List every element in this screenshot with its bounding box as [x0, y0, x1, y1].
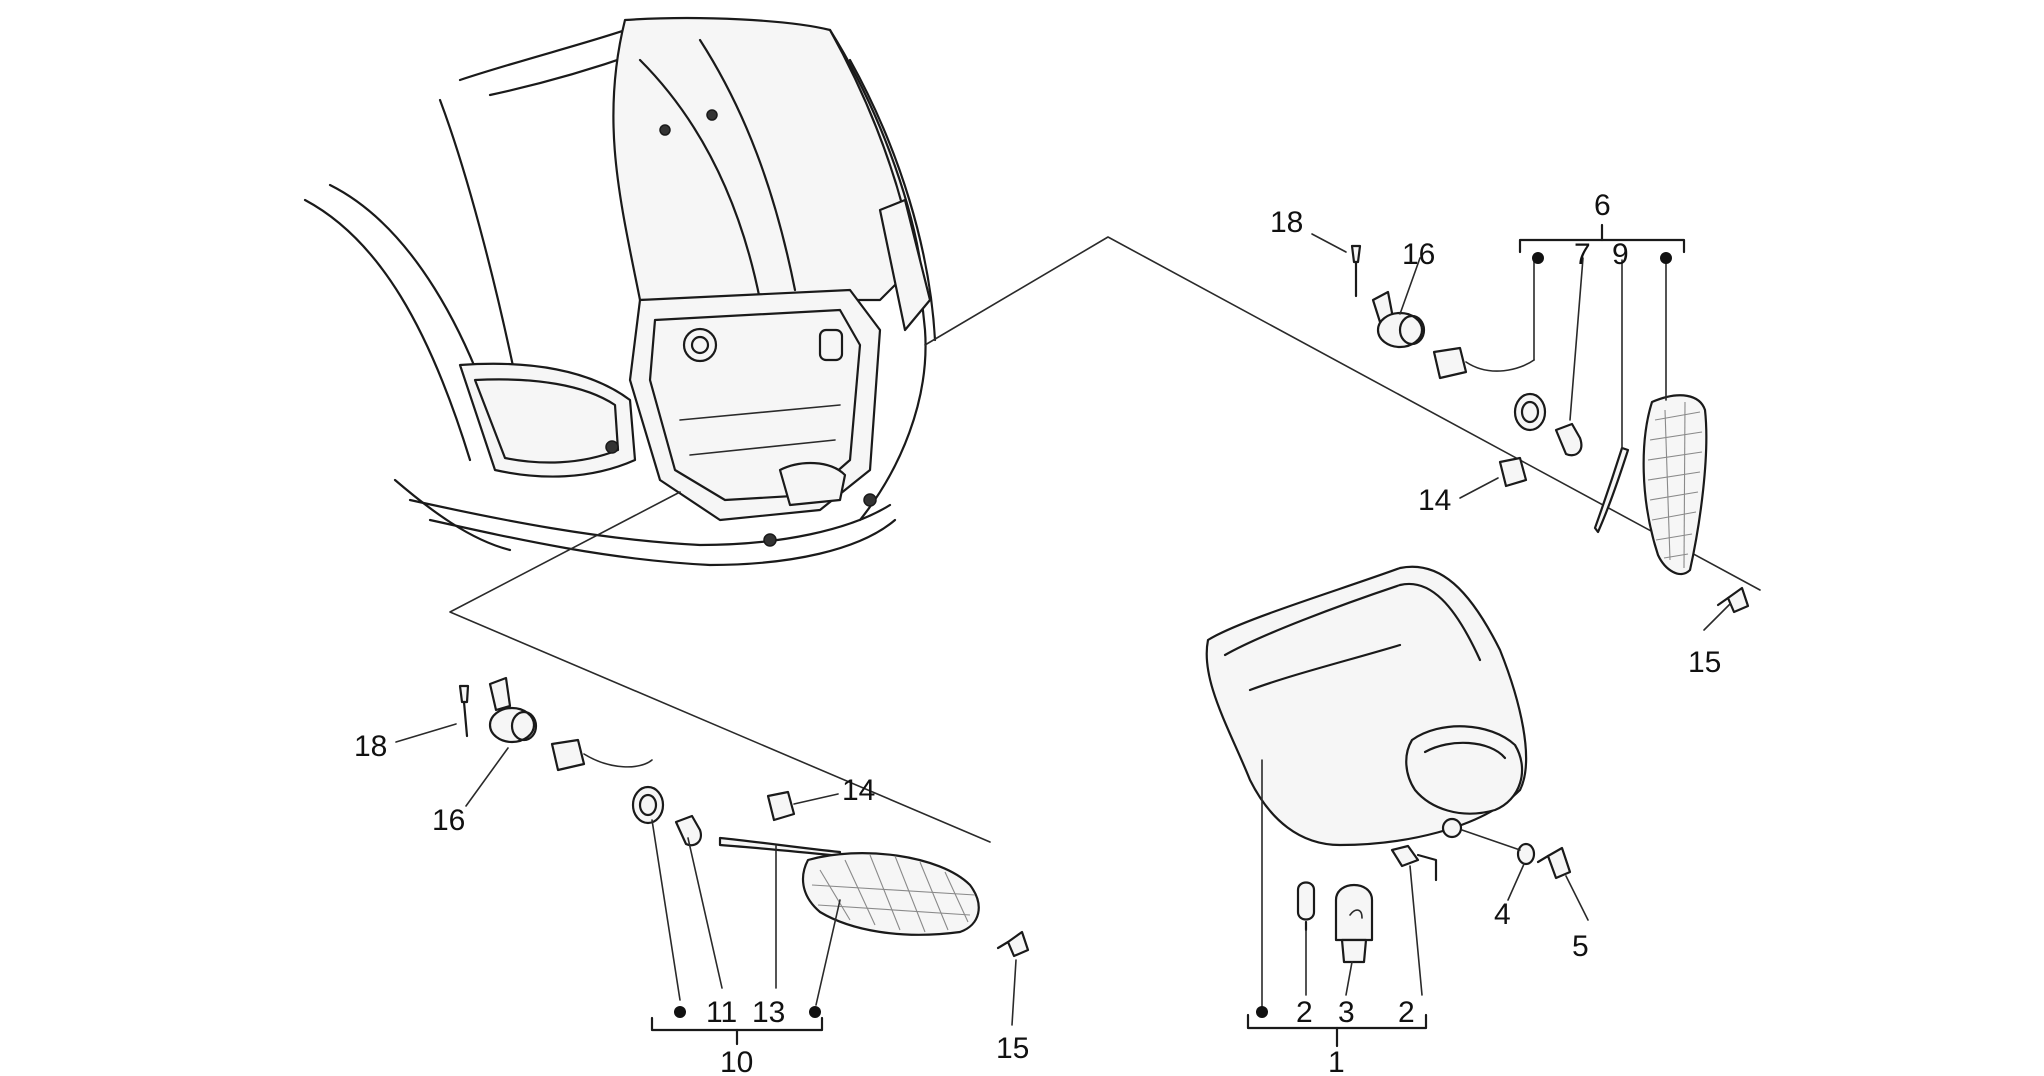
callout-15-left: 15 [996, 1032, 1029, 1065]
right-turn-indicator-assembly [1311, 223, 1750, 631]
bulb-socket-16-right [1371, 290, 1535, 380]
callout-14-right: 14 [1418, 484, 1451, 517]
callout-5: 5 [1572, 930, 1589, 963]
callout-18-right: 18 [1270, 206, 1303, 239]
indicator-lens-right [1642, 394, 1708, 576]
callout-16-right: 16 [1402, 238, 1435, 271]
tail-light-housing [1205, 565, 1528, 847]
gasket-13-left [718, 836, 842, 858]
callout-10: 10 [720, 1046, 753, 1076]
bulb-2-side [1390, 844, 1438, 882]
bulb-holder-right [1513, 392, 1547, 432]
tail-light-assembly [1205, 565, 1589, 1048]
screw-15-right [1716, 586, 1750, 614]
callout-7: 7 [1574, 238, 1591, 271]
callout-2-left: 2 [1296, 996, 1313, 1029]
callout-16-left: 16 [432, 804, 465, 837]
callout-11: 11 [706, 996, 737, 1029]
push-rivet-18-right [1350, 244, 1362, 298]
rear-body-panel [303, 16, 937, 567]
callout-2-right: 2 [1398, 996, 1415, 1029]
callout-1: 1 [1328, 1046, 1345, 1076]
washer-4 [1516, 842, 1536, 866]
assembly-leader-lines [449, 236, 1761, 843]
callout-15-right: 15 [1688, 646, 1721, 679]
bracket-6 [1518, 238, 1686, 254]
indicator-lens-left [801, 852, 980, 936]
callout-18-left: 18 [354, 730, 387, 763]
gasket-9-right [1593, 446, 1630, 534]
callout-14-left: 14 [842, 774, 875, 807]
screw-15-left [996, 930, 1030, 958]
screw-5 [1536, 846, 1572, 880]
callout-6: 6 [1594, 189, 1611, 222]
left-turn-indicator-assembly [395, 676, 1030, 1046]
callout-3: 3 [1338, 996, 1355, 1029]
bulb-11-left [674, 814, 702, 847]
bulb-socket-16-left [488, 676, 653, 772]
callout-9: 9 [1612, 238, 1629, 271]
callout-labels: 6 7 9 18 16 14 15 18 16 14 11 13 10 15 2… [354, 189, 1721, 1076]
callout-4: 4 [1494, 898, 1511, 931]
bulb-7-right [1554, 422, 1583, 457]
bulb-2-small [1296, 881, 1316, 932]
callout-13: 13 [752, 996, 785, 1029]
bulb-3 [1334, 884, 1374, 964]
push-rivet-18-left [458, 684, 470, 738]
clip-nut-14-left [766, 790, 796, 822]
bulb-holder-left [631, 785, 665, 825]
clip-nut-14-right [1498, 456, 1528, 488]
